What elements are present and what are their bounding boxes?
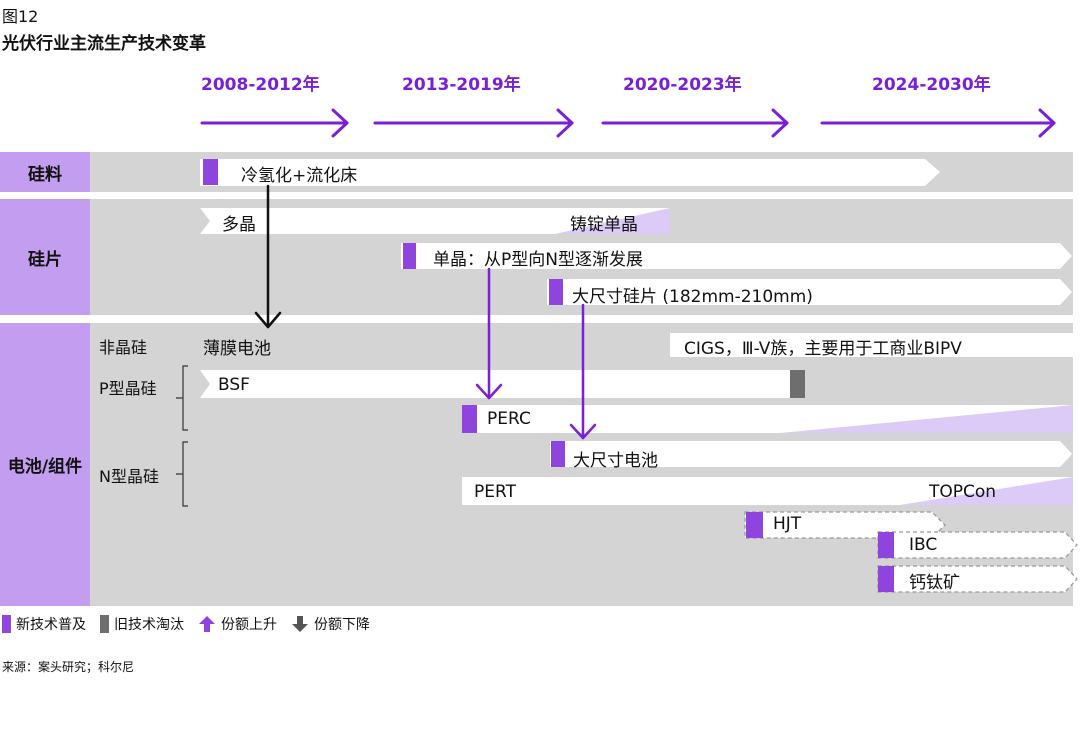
bar-large-cell <box>550 441 1072 467</box>
new-tech-marker <box>203 159 218 185</box>
subcategory-brackets <box>176 365 188 507</box>
legend-old-tech: 旧技术淘汰 <box>100 614 184 634</box>
category-wafer: 硅片 <box>0 199 90 315</box>
new-tech-marker <box>462 405 477 433</box>
subcategory-p-type: P型晶硅 <box>99 379 157 398</box>
label-cold-hydrogenation: 冷氢化+流化床 <box>241 166 358 186</box>
source-note: 来源：案头研究；科尔尼 <box>2 660 135 674</box>
topcon-share-wedge <box>900 477 1073 505</box>
subcategory-n-type: N型晶硅 <box>99 467 159 486</box>
bar-monocrystalline <box>401 243 1072 269</box>
label-multicrystalline: 多晶 <box>222 215 256 235</box>
label-perovskite: 钙钛矿 <box>909 573 960 593</box>
arrow-down-icon <box>292 616 308 632</box>
bar-cold-hydrogenation <box>200 159 940 186</box>
category-wafer-label: 硅片 <box>28 249 62 270</box>
period-arrows <box>200 108 1056 138</box>
period-arrow-2020-2023 <box>601 108 789 138</box>
period-arrow-2013-2019 <box>373 108 574 138</box>
bar-cigs <box>670 333 1073 357</box>
new-tech-marker <box>549 279 563 305</box>
period-arrow-2008-2012 <box>200 108 349 138</box>
category-silicon-material-label: 硅料 <box>28 164 62 185</box>
legend-old-tech-label: 旧技术淘汰 <box>114 617 184 633</box>
label-thin-film: 薄膜电池 <box>203 339 271 359</box>
label-large-cell: 大尺寸电池 <box>573 451 658 471</box>
arrow-to-perc <box>475 267 503 400</box>
bar-multicrystalline <box>200 208 670 234</box>
arrow-up-icon <box>199 616 215 632</box>
period-2013-2019: 2013-2019年 <box>402 75 521 95</box>
arrow-to-thin-film <box>254 184 282 329</box>
perc-share-wedge <box>780 405 1073 433</box>
n-type-bracket <box>176 441 188 507</box>
category-cell-module: 电池/组件 <box>0 323 90 606</box>
bar-bsf <box>200 370 805 398</box>
period-arrow-2024-2030 <box>820 108 1056 138</box>
new-tech-marker <box>746 512 763 538</box>
period-2020-2023: 2020-2023年 <box>623 75 742 95</box>
category-silicon-material: 硅料 <box>0 152 90 192</box>
label-topcon: TOPCon <box>929 482 997 502</box>
new-tech-marker <box>403 243 416 269</box>
label-perc: PERC <box>487 409 531 429</box>
bar-ibc <box>877 531 1078 559</box>
category-cell-module-label: 电池/组件 <box>7 457 83 477</box>
legend-share-down-label: 份额下降 <box>314 617 370 633</box>
old-tech-swatch-icon <box>100 615 109 633</box>
subcategory-amorphous: 非晶硅 <box>99 338 148 357</box>
bar-perovskite <box>877 565 1078 593</box>
legend-share-up: 份额上升 <box>198 614 277 634</box>
old-tech-marker <box>790 370 805 398</box>
figure-title: 光伏行业主流生产技术变革 <box>2 34 206 54</box>
legend: 新技术普及 旧技术淘汰 份额上升 份额下降 <box>2 614 384 634</box>
new-tech-marker <box>878 566 894 592</box>
new-tech-marker <box>878 532 894 558</box>
legend-share-down: 份额下降 <box>291 614 370 634</box>
bar-large-wafer <box>547 279 1072 305</box>
p-type-bracket <box>176 365 188 431</box>
label-monocrystalline: 单晶：从P型向N型逐渐发展 <box>433 250 643 270</box>
bar-pert <box>462 477 1073 505</box>
legend-new-tech-label: 新技术普及 <box>16 617 86 633</box>
label-bsf: BSF <box>218 375 250 395</box>
legend-share-up-label: 份额上升 <box>221 617 277 633</box>
label-cigs: CIGS，Ⅲ-V族，主要用于工商业BIPV <box>684 339 962 359</box>
period-2024-2030: 2024-2030年 <box>872 75 991 95</box>
new-tech-swatch-icon <box>2 615 11 633</box>
new-tech-marker <box>551 441 565 467</box>
legend-new-tech: 新技术普及 <box>2 614 86 634</box>
period-2008-2012: 2008-2012年 <box>201 75 320 95</box>
label-large-wafer: 大尺寸硅片 (182mm-210mm) <box>572 287 813 307</box>
label-hjt: HJT <box>773 514 802 534</box>
cast-mono-share-wedge <box>555 208 670 234</box>
transition-arrows <box>254 184 597 440</box>
arrow-to-large-cell <box>569 303 597 440</box>
label-cast-mono: 铸锭单晶 <box>570 215 638 235</box>
figure-label: 图12 <box>2 7 39 26</box>
label-pert: PERT <box>474 482 516 502</box>
label-ibc: IBC <box>909 535 938 555</box>
